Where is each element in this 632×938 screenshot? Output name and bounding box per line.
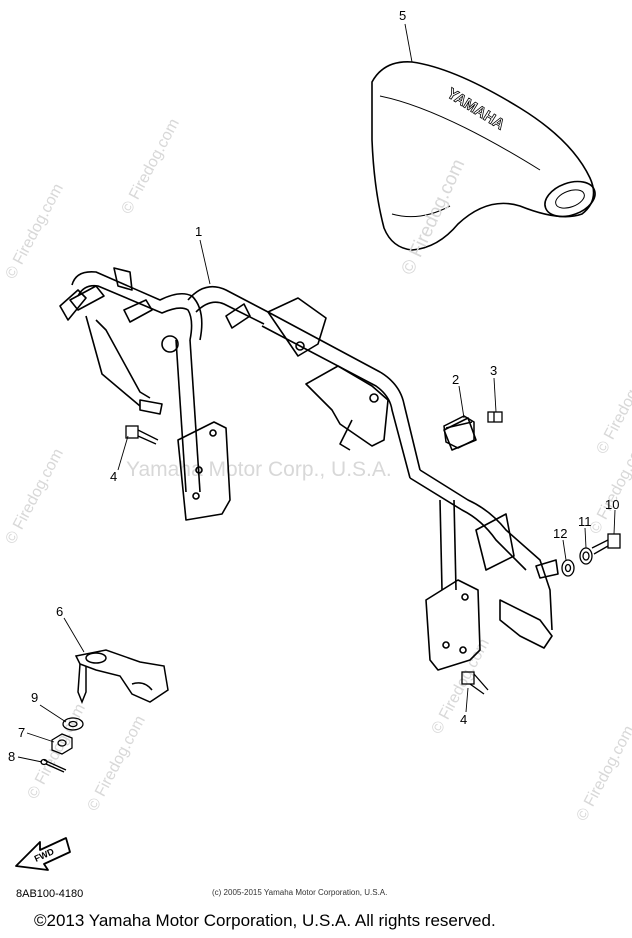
fwd-arrow-icon: FWD (15, 837, 71, 871)
callout-6: 6 (56, 604, 63, 619)
bolt-4-lower (461, 671, 489, 695)
copyright-main: ©2013 Yamaha Motor Corporation, U.S.A. A… (34, 911, 496, 930)
bolt-10 (591, 533, 621, 555)
washer-9 (62, 717, 84, 731)
watermark-left-2: © Firedog.com (3, 446, 67, 547)
watermark-top-left: © Firedog.com (119, 116, 183, 217)
callout-7: 7 (18, 725, 25, 740)
bolt-4-upper (125, 425, 159, 445)
frame (59, 267, 559, 671)
leader-lines (17, 23, 616, 763)
part-code: 8AB100-4180 (16, 888, 84, 900)
callout-5: 5 (399, 8, 406, 23)
callout-8: 8 (8, 749, 15, 764)
callouts: 1 2 3 4 4 5 6 7 8 9 10 11 12 (8, 8, 619, 764)
collar-12 (561, 559, 575, 577)
bolt-3 (487, 411, 503, 423)
callout-2: 2 (452, 372, 459, 387)
callout-4-lower: 4 (460, 712, 467, 727)
callout-11: 11 (578, 514, 592, 529)
seat-logo: YAMAHA (444, 85, 508, 134)
watermark-right-2: © Firedog.com (574, 723, 632, 824)
watermark-left-1: © Firedog.com (3, 181, 67, 282)
callout-12: 12 (553, 526, 567, 541)
seat-pad: YAMAHA (371, 61, 596, 251)
callout-1: 1 (195, 224, 202, 239)
watermark-center: Yamaha Motor Corp., U.S.A. (126, 458, 392, 481)
plate-6 (74, 649, 169, 705)
callout-4-upper: 4 (110, 469, 117, 484)
nut-7 (51, 733, 73, 755)
watermark-right-4: © Firedog.com (594, 356, 632, 457)
watermark-mid-1: © Firedog.com (85, 713, 149, 814)
washer-11 (579, 547, 593, 565)
callout-9: 9 (31, 690, 38, 705)
callout-3: 3 (490, 363, 497, 378)
callout-10: 10 (605, 497, 619, 512)
watermarks: Yamaha Motor Corp., U.S.A. © Firedog.com… (3, 116, 632, 824)
copyright-small: (c) 2005-2015 Yamaha Motor Corporation, … (212, 888, 388, 897)
